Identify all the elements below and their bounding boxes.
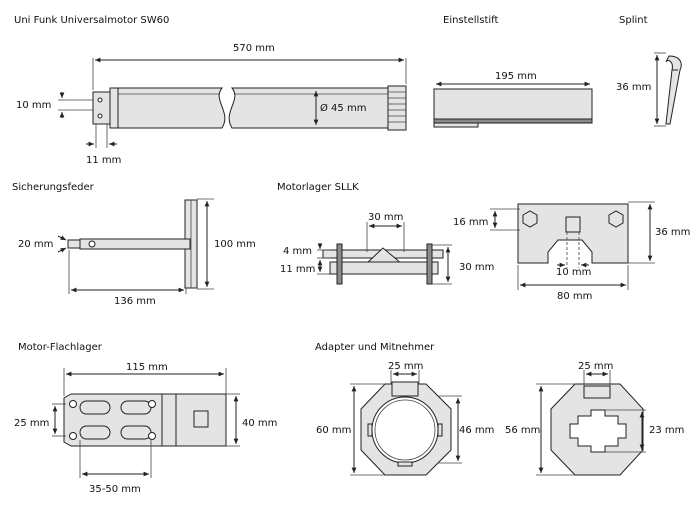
dim-lager-top: 30 mm	[368, 212, 403, 223]
title-splint: Splint	[619, 15, 648, 26]
title-adapter: Adapter und Mitnehmer	[315, 342, 435, 353]
title-einstellstift: Einstellstift	[443, 15, 499, 26]
dim-flach-25: 25 mm	[14, 418, 49, 429]
motor-tube-right	[228, 87, 389, 129]
title-sicherungsfeder: Sicherungsfeder	[12, 182, 95, 193]
dim-stift-length: 195 mm	[495, 71, 537, 82]
dim-feder-small: 20 mm	[18, 239, 53, 250]
dim-motor-diameter: Ø 45 mm	[320, 102, 366, 114]
dim-motor-length: 570 mm	[233, 43, 275, 54]
dim-adapter-46: 46 mm	[459, 425, 494, 436]
flachlager-drawing	[52, 368, 240, 478]
dim-feder-width: 136 mm	[114, 296, 156, 307]
motorlager-side-drawing	[317, 222, 452, 285]
dim-lager-30: 30 mm	[459, 262, 494, 273]
sicherungsfeder-drawing	[57, 198, 214, 294]
dim-lager-80: 80 mm	[557, 291, 592, 302]
dim-feder-height: 100 mm	[214, 239, 256, 250]
title-flachlager: Motor-Flachlager	[18, 342, 103, 353]
dim-lager-11: 11 mm	[280, 264, 315, 275]
dim-splint-length: 36 mm	[616, 82, 651, 93]
motor-crown	[387, 85, 407, 131]
dim-lager-4: 4 mm	[283, 246, 312, 257]
title-motor: Uni Funk Universalmotor SW60	[14, 15, 169, 26]
dim-flach-3550: 35-50 mm	[89, 484, 141, 495]
adapter-drawing	[350, 370, 462, 476]
splint-drawing	[654, 52, 682, 127]
dim-mitnehmer-56: 56 mm	[505, 425, 540, 436]
einstellstift-drawing	[433, 81, 593, 128]
dim-mitnehmer-23: 23 mm	[649, 425, 684, 436]
dim-adapter-60: 60 mm	[316, 425, 351, 436]
mitnehmer-drawing	[536, 370, 646, 476]
title-motorlager: Motorlager SLLK	[277, 182, 359, 193]
motor-head	[92, 91, 111, 125]
dim-adapter-25: 25 mm	[388, 361, 423, 372]
motor-tube-left	[117, 87, 226, 129]
motor-drawing	[58, 57, 407, 148]
dim-flach-40: 40 mm	[242, 418, 277, 429]
dim-lager-10: 10 mm	[556, 267, 591, 278]
dim-mitnehmer-25: 25 mm	[578, 361, 613, 372]
motorlager-top-drawing	[490, 201, 655, 290]
dim-lager-36: 36 mm	[655, 227, 690, 238]
dim-flach-115: 115 mm	[126, 362, 168, 373]
dim-motor-pin: 11 mm	[86, 155, 121, 166]
dim-lager-16: 16 mm	[453, 217, 488, 228]
dim-motor-head: 10 mm	[16, 100, 51, 111]
